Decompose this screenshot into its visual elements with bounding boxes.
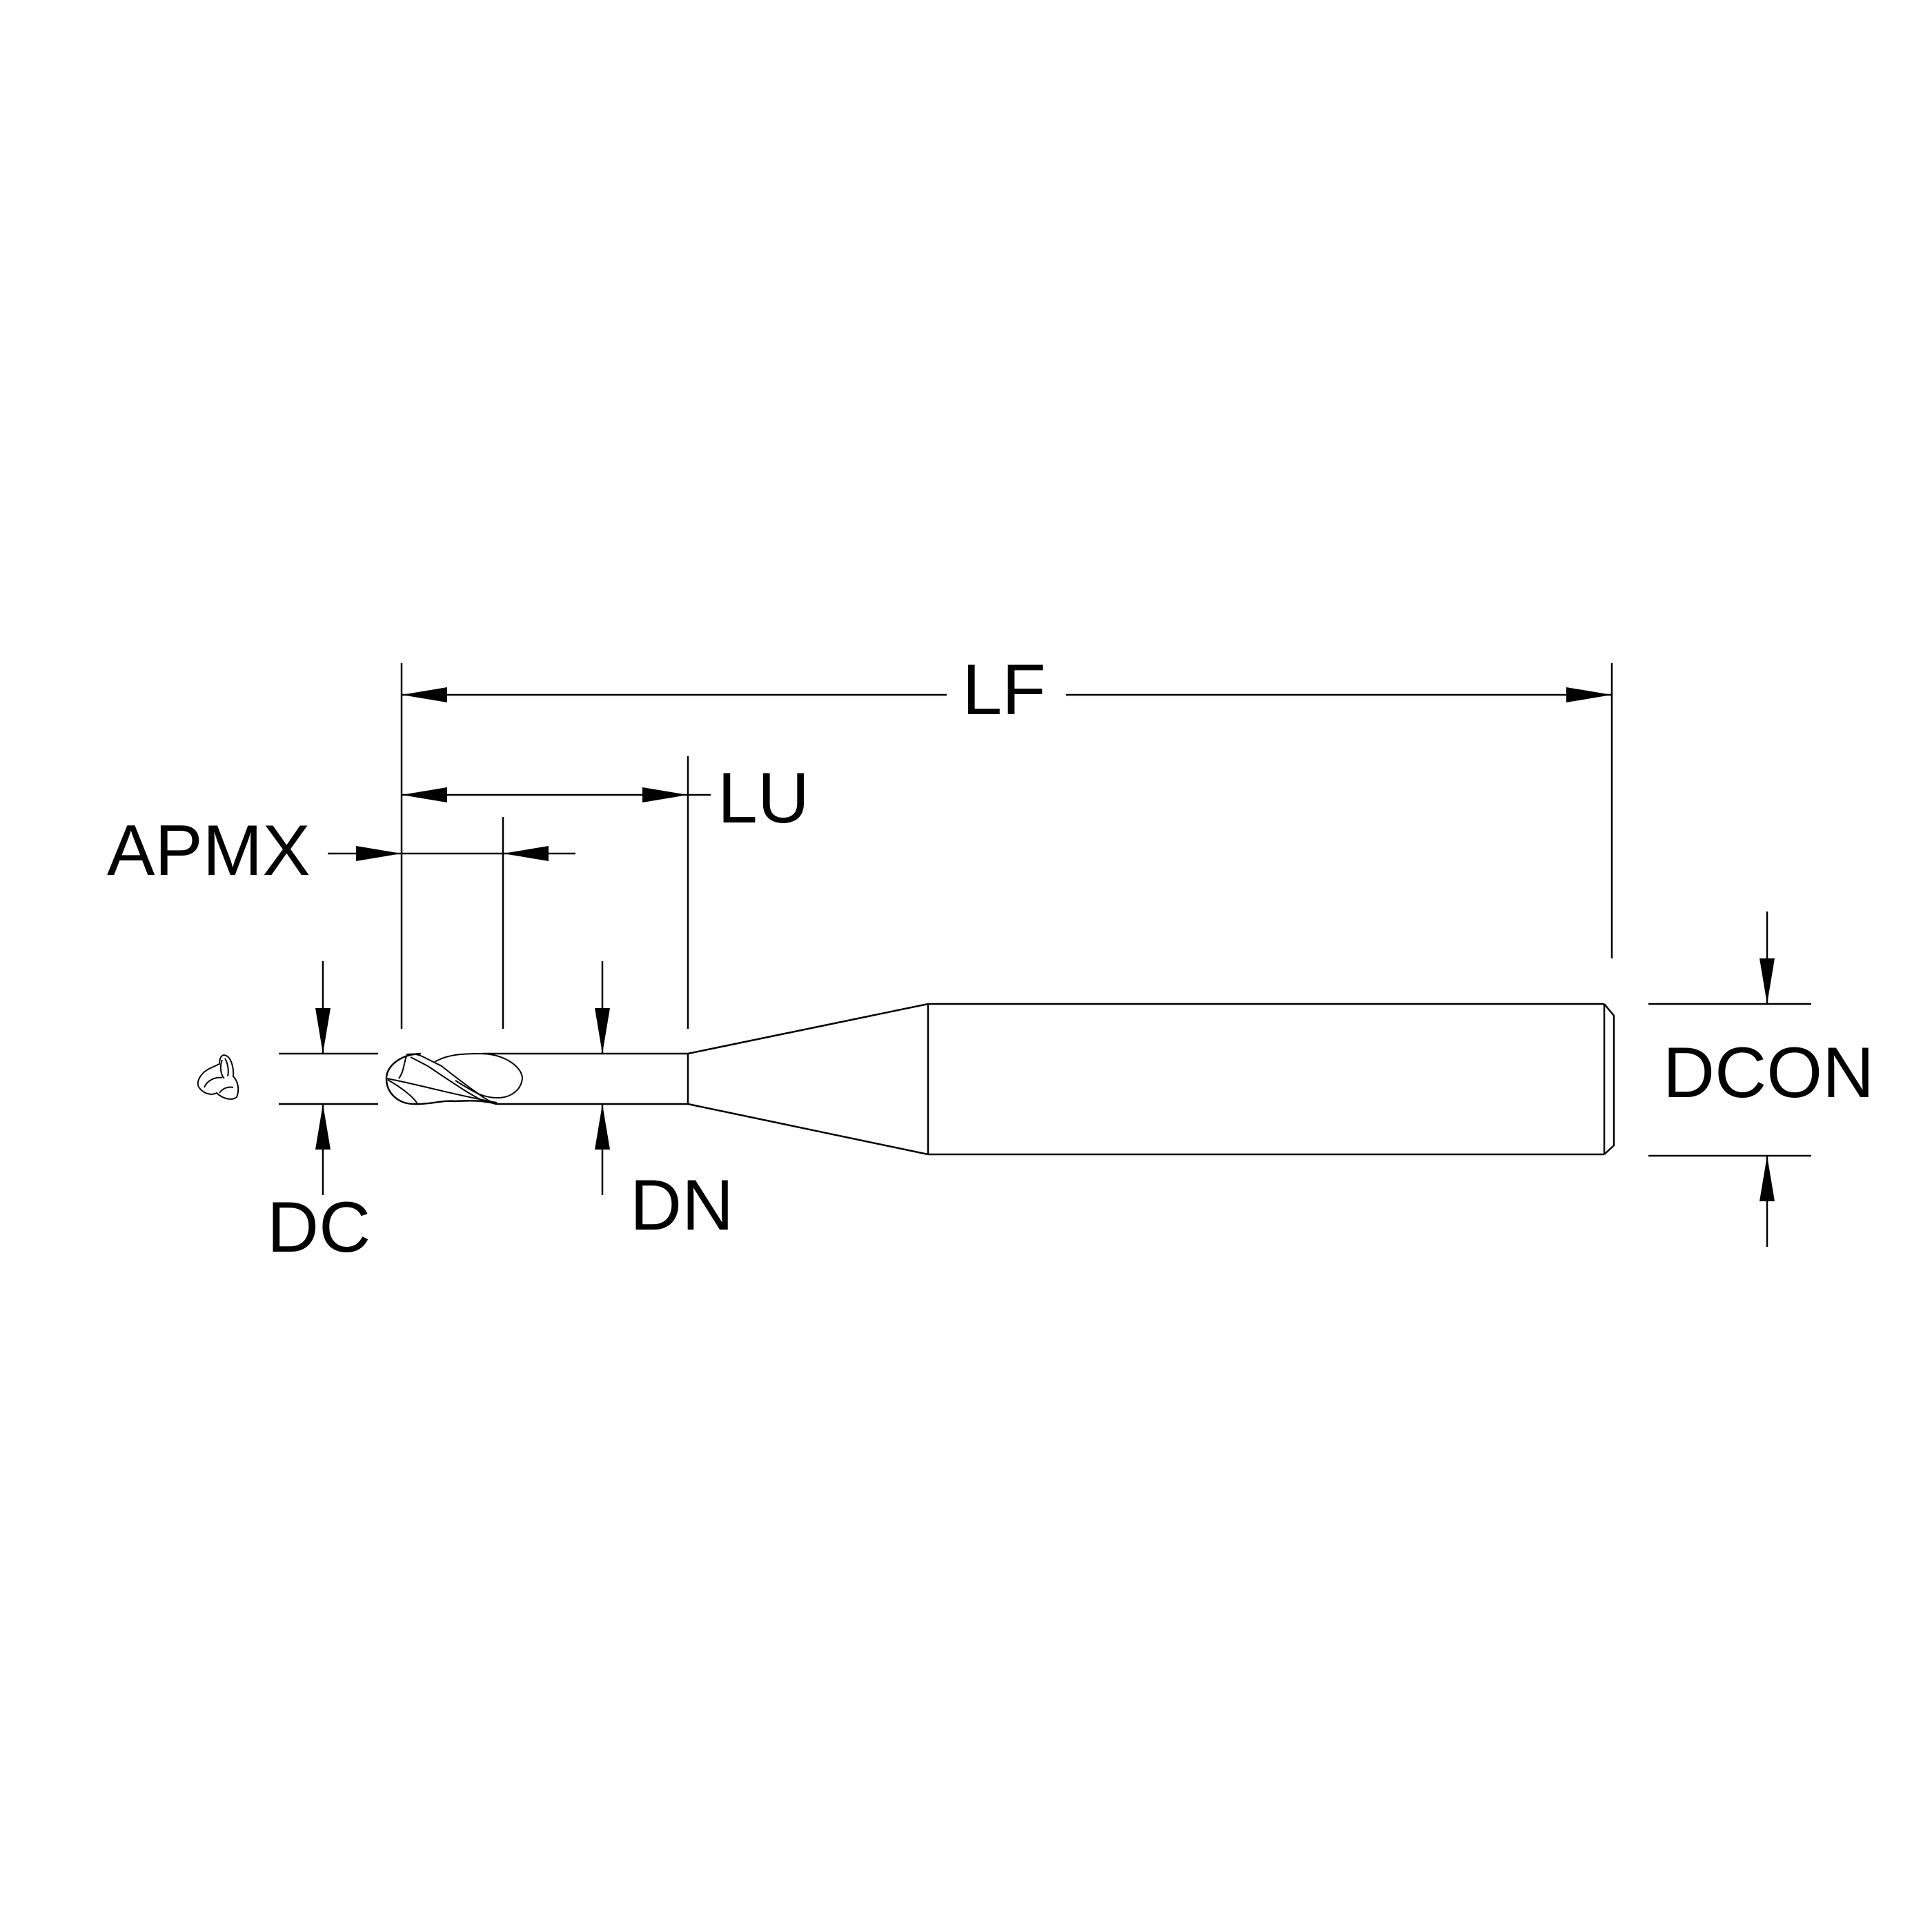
arrow-up-icon xyxy=(1759,1156,1775,1201)
flute-lobe xyxy=(434,1052,524,1099)
arrow-down-icon xyxy=(1759,958,1775,1004)
lu-dimension: LU xyxy=(402,756,809,1029)
arrow-left-icon xyxy=(402,787,447,802)
dc-label: DC xyxy=(267,1187,371,1268)
end-view-icon xyxy=(197,1054,239,1100)
ball-nose-tip xyxy=(385,1052,497,1105)
dn-label: DN xyxy=(630,1165,733,1245)
lu-label: LU xyxy=(718,758,809,838)
lf-label: LF xyxy=(962,650,1045,730)
arrow-down-icon xyxy=(315,1008,331,1054)
tool-body xyxy=(385,1003,1615,1156)
dcon-label: DCON xyxy=(1663,1033,1874,1113)
dc-dimension: DC xyxy=(267,961,378,1268)
arrow-right-icon xyxy=(356,846,402,861)
arrow-left-icon xyxy=(503,846,549,861)
arrow-up-icon xyxy=(315,1104,331,1150)
arrow-right-icon xyxy=(642,787,688,802)
arrow-left-icon xyxy=(402,687,447,702)
apmx-dimension: APMX xyxy=(107,811,575,1029)
arrow-up-icon xyxy=(595,1104,610,1150)
lf-dimension: LF xyxy=(400,650,1613,1029)
dn-dimension: DN xyxy=(595,961,733,1245)
dcon-dimension: DCON xyxy=(1648,911,1874,1247)
arrow-right-icon xyxy=(1566,687,1612,702)
arrow-down-icon xyxy=(595,1008,610,1054)
apmx-label: APMX xyxy=(107,811,310,891)
